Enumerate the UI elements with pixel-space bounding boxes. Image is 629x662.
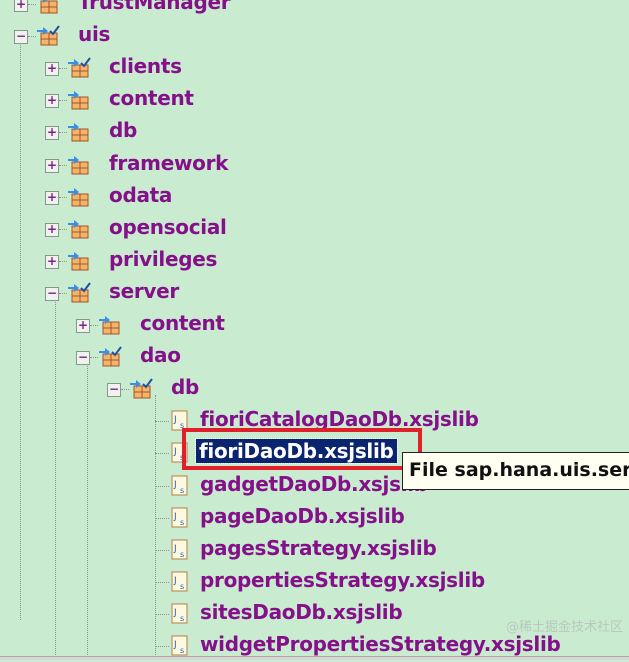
expand-icon[interactable]: + <box>45 189 59 205</box>
package-folder-icon <box>98 314 122 336</box>
tree-guide-line <box>55 300 56 655</box>
svg-text:J: J <box>173 512 177 522</box>
svg-text:J: J <box>173 480 177 490</box>
package-folder-icon <box>98 346 122 368</box>
svg-text:s: s <box>180 582 184 591</box>
svg-text:J: J <box>173 415 177 425</box>
tree-item-label: privileges <box>109 246 218 271</box>
tree-item-label: content <box>140 311 225 335</box>
svg-text:s: s <box>180 421 184 430</box>
package-folder-icon <box>67 282 91 304</box>
tree-item-label: fioriCatalogDaoDb.xsjslib <box>200 407 479 432</box>
package-folder-icon <box>67 154 91 176</box>
tree-item-label: pagesStrategy.xsjslib <box>200 535 437 560</box>
collapse-icon[interactable]: − <box>107 382 121 398</box>
tree-connector <box>59 196 67 198</box>
expand-icon[interactable]: + <box>45 93 59 109</box>
package-folder-icon <box>36 25 60 47</box>
tree-connector <box>155 646 169 647</box>
tree-item-label: framework <box>109 150 229 175</box>
tree-item-label: fioriDaoDb.xsjslib <box>195 438 398 465</box>
svg-text:s: s <box>180 486 184 495</box>
tree-item-label: TrustManager <box>78 0 231 14</box>
tree-connector <box>59 292 67 294</box>
package-folder-icon <box>67 250 91 272</box>
expand-icon[interactable]: + <box>76 318 90 333</box>
tree-item-label: db <box>109 118 138 143</box>
collapse-icon[interactable]: − <box>45 285 59 301</box>
svg-text:J: J <box>173 576 177 586</box>
tree-item-label: opensocial <box>109 214 227 239</box>
tree-item-label: dao <box>140 343 181 368</box>
expand-icon[interactable]: + <box>45 125 59 141</box>
tree-item-label: odata <box>109 182 173 207</box>
tree-connector <box>155 421 169 423</box>
package-folder-icon <box>67 186 91 208</box>
tree-connector <box>155 517 169 519</box>
package-folder-icon <box>36 0 60 15</box>
horizontal-scrollbar[interactable] <box>0 656 629 660</box>
svg-text:s: s <box>180 646 184 655</box>
tree-connector <box>90 357 98 359</box>
svg-text:s: s <box>180 453 184 462</box>
svg-text:J: J <box>173 447 177 457</box>
tree-item-label: server <box>109 278 179 303</box>
tree-connector <box>59 132 67 134</box>
tree-connector <box>59 68 67 70</box>
tree-guide-line <box>20 40 21 620</box>
tooltip: File sap.hana.uis.server.dao.db <box>402 452 629 490</box>
tree-connector <box>28 4 36 5</box>
tree-item-label: uis <box>78 22 111 47</box>
tree-connector <box>155 549 169 551</box>
tree-item-label: content <box>109 86 194 111</box>
svg-text:s: s <box>180 518 184 527</box>
svg-text:J: J <box>173 544 177 554</box>
expand-icon[interactable]: + <box>14 0 28 12</box>
tree-item-label: pageDaoDb.xsjslib <box>200 503 405 528</box>
tree-item-label: widgetPropertiesStrategy.xsjslib <box>200 632 561 656</box>
tree-connector <box>90 325 98 326</box>
tree-item-label: propertiesStrategy.xsjslib <box>200 567 485 592</box>
package-folder-icon <box>67 89 91 111</box>
tree-connector <box>59 228 67 230</box>
svg-text:s: s <box>180 550 184 559</box>
tree-guide-line <box>155 395 156 655</box>
collapse-icon[interactable]: − <box>76 350 90 366</box>
tree-connector <box>155 581 169 583</box>
tree-connector <box>121 389 129 391</box>
tree-connector <box>59 260 67 262</box>
svg-text:J: J <box>173 608 177 618</box>
tree-item-label: gadgetDaoDb.xsjslib <box>200 471 428 496</box>
svg-text:s: s <box>180 614 184 623</box>
tree-guide-line <box>87 360 88 655</box>
tree-item-label: clients <box>109 54 182 79</box>
expand-icon[interactable]: + <box>45 157 59 173</box>
tree-connector <box>155 485 169 487</box>
watermark: @稀土掘金技术社区 <box>505 620 623 635</box>
tree-item-label: db <box>171 375 200 400</box>
expand-icon[interactable]: + <box>45 221 59 237</box>
svg-text:J: J <box>173 640 177 650</box>
package-folder-icon <box>67 218 91 240</box>
tree-connector <box>59 164 67 166</box>
package-folder-icon <box>67 57 91 79</box>
tree-connector <box>59 100 67 102</box>
tree-connector <box>155 453 169 455</box>
tree-connector <box>155 613 169 615</box>
tree-connector <box>28 36 36 38</box>
package-folder-icon <box>67 121 91 143</box>
expand-icon[interactable]: + <box>45 253 59 269</box>
expand-icon[interactable]: + <box>45 61 59 77</box>
tree-item-label: sitesDaoDb.xsjslib <box>200 599 403 624</box>
collapse-icon[interactable]: − <box>14 29 28 45</box>
package-folder-icon <box>129 378 153 400</box>
